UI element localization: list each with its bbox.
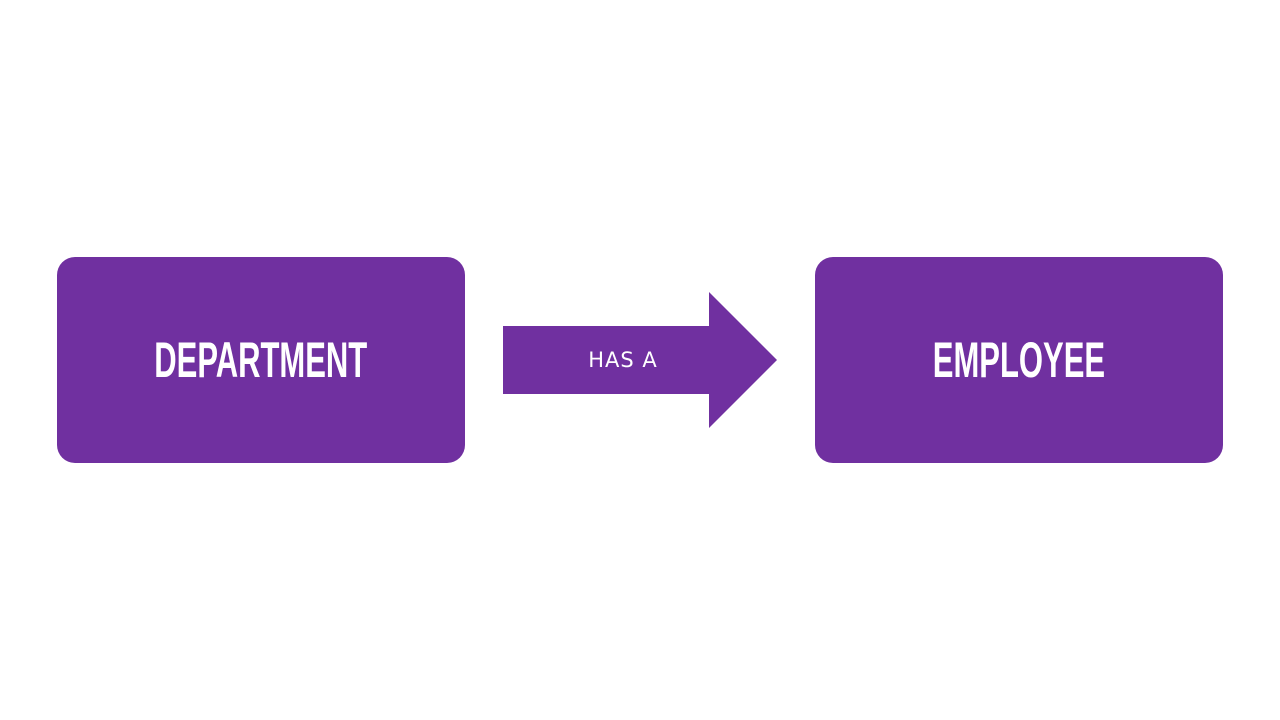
- relation-label: HAS A: [588, 348, 658, 372]
- department-label: DEPARTMENT: [154, 332, 368, 388]
- right-arrow-icon: [503, 292, 777, 428]
- employee-label: EMPLOYEE: [932, 332, 1106, 388]
- employee-node: EMPLOYEE: [815, 257, 1223, 463]
- relation-arrow-shape: [503, 292, 777, 428]
- department-node: DEPARTMENT: [57, 257, 465, 463]
